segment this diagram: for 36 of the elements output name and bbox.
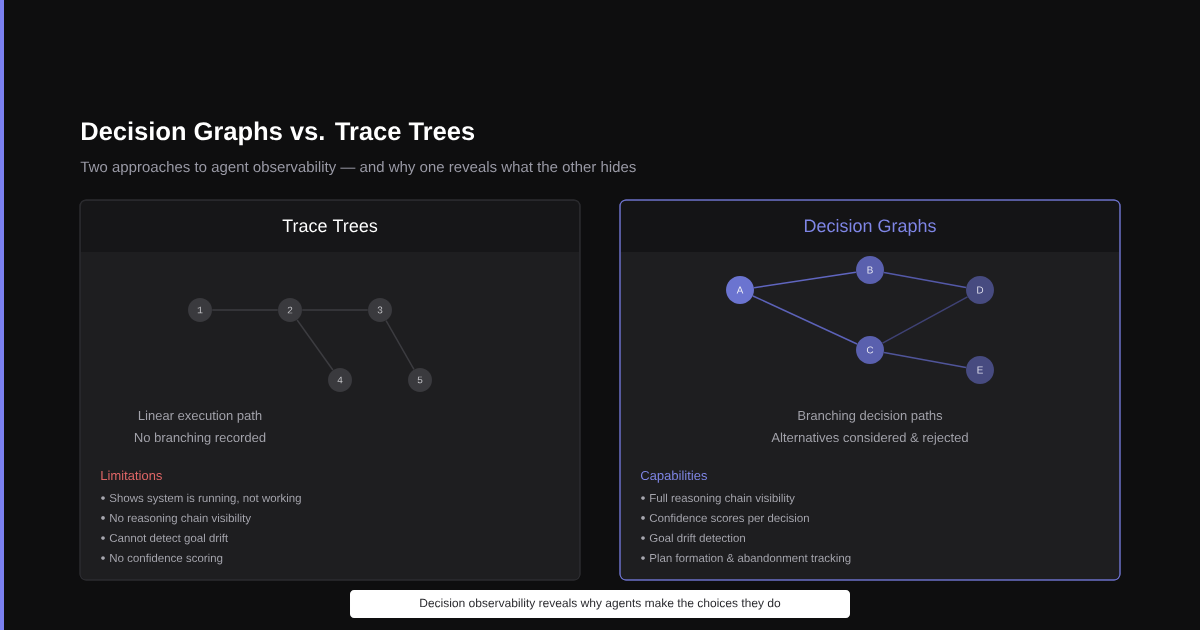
bullet-item: No confidence scoring: [110, 553, 223, 565]
graph-node: 3: [368, 298, 392, 322]
graph-node: 2: [278, 298, 302, 322]
graph-caption: Alternatives considered & rejected: [771, 432, 968, 445]
graph-node: B: [856, 256, 884, 284]
graph-node: A: [726, 276, 754, 304]
banner-box: Decision observability reveals why agents make the choices they do: [350, 590, 850, 618]
connector-line: [883, 271, 967, 289]
graph-caption: Branching decision paths: [798, 410, 943, 423]
list-heading: Capabilities: [640, 470, 707, 483]
bullet-item: Full reasoning chain visibility: [650, 493, 795, 505]
connector-line: [883, 351, 967, 369]
connector-line: [752, 295, 858, 345]
panel-title: Trace Trees: [282, 219, 378, 233]
graph-caption: Linear execution path: [138, 410, 262, 423]
bullet-item: Confidence scores per decision: [649, 513, 809, 525]
connector-line: [385, 319, 415, 371]
bullet-item: Goal drift detection: [649, 533, 745, 543]
graph-node: 1: [188, 298, 212, 322]
graph-node: 5: [408, 368, 432, 392]
graph-node: C: [856, 336, 884, 364]
title: Decision Graphs vs. Trace Trees: [82, 121, 475, 146]
connector-line: [296, 319, 334, 371]
graph-node: D: [966, 276, 994, 304]
panel-title: Decision Graphs: [804, 218, 936, 236]
graph-node: E: [966, 356, 994, 384]
connector-line: [881, 296, 969, 344]
graph-caption: No branching recorded: [134, 432, 266, 445]
connector-line: [753, 271, 857, 289]
graph-node: 4: [328, 368, 352, 392]
list-heading: Limitations: [101, 470, 162, 481]
subtitle: Two approaches to agent observability — and why one reveals what the other hides: [80, 161, 636, 176]
bullet-item: Shows system is running, not working: [109, 493, 301, 505]
bullet-item: Plan formation & abandonment tracking: [650, 553, 851, 565]
bullet-item: No reasoning chain visibility: [110, 513, 252, 525]
bullet-item: Cannot detect goal drift: [109, 533, 228, 545]
